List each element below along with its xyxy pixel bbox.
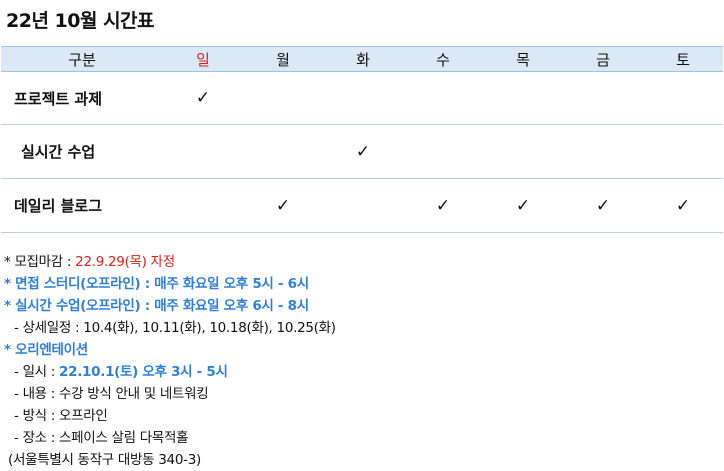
header-category: 구분 (1, 46, 163, 72)
schedule-cell (483, 124, 563, 179)
note-ot-date-label: - 일시 : (14, 364, 60, 380)
table-row: 실시간 수업 ✓ (1, 124, 723, 179)
row-label: 데일리 블로그 (1, 178, 163, 233)
header-day-tue: 화 (323, 46, 403, 72)
note-deadline: * 모집마감 : 22.9.29(목) 자정 (4, 251, 336, 273)
header-day-sat: 토 (643, 46, 723, 72)
schedule-cell: ✓ (643, 178, 723, 233)
header-day-thu: 목 (483, 46, 563, 72)
check-icon: ✓ (515, 195, 531, 216)
note-ot-place: - 장소 : 스페이스 살림 다목적홀 (14, 430, 189, 446)
note-deadline-label: * 모집마감 : (4, 254, 76, 270)
schedule-cell: ✓ (483, 178, 563, 233)
note-live-class-detail: - 상세일정 : 10.4(화), 10.11(화), 10.18(화), 10… (14, 320, 336, 336)
check-icon: ✓ (435, 195, 451, 216)
row-label: 실시간 수업 (1, 124, 163, 179)
notes-section: * 모집마감 : 22.9.29(목) 자정 * 면접 스터디(오프라인) : … (4, 251, 336, 471)
table-row: 데일리 블로그 ✓ ✓ ✓ ✓ ✓ (1, 178, 723, 233)
schedule-cell (403, 71, 483, 125)
schedule-cell (243, 124, 323, 179)
schedule-cell: ✓ (163, 71, 243, 125)
schedule-cell: ✓ (323, 124, 403, 179)
schedule-cell (323, 178, 403, 233)
schedule-cell (483, 71, 563, 125)
check-icon: ✓ (195, 88, 211, 108)
schedule-cell (163, 124, 243, 179)
schedule-cell: ✓ (243, 178, 323, 233)
schedule-cell (643, 124, 723, 179)
header-day-fri: 금 (563, 46, 643, 72)
note-interview: * 면접 스터디(오프라인) : 매주 화요일 오후 5시 - 6시 (4, 276, 309, 292)
header-day-wed: 수 (403, 46, 483, 72)
row-label: 프로젝트 과제 (1, 71, 163, 125)
table-row: 프로젝트 과제 ✓ (1, 71, 723, 125)
schedule-table: 구분 일 월 화 수 목 금 토 프로젝트 과제 ✓ 실시간 수업 ✓ 데일리 블로그 ✓… (1, 46, 723, 233)
schedule-cell (163, 178, 243, 233)
schedule-cell: ✓ (563, 178, 643, 233)
schedule-cell (403, 124, 483, 179)
schedule-cell (243, 71, 323, 125)
page-title: 22년 10월 시간표 (6, 10, 155, 32)
check-icon: ✓ (275, 195, 291, 216)
header-day-mon: 월 (243, 46, 323, 72)
check-icon: ✓ (675, 195, 691, 216)
note-orientation: * 오리엔테이션 (4, 342, 88, 358)
note-ot-content: - 내용 : 수강 방식 안내 및 네트워킹 (14, 386, 209, 402)
schedule-cell (563, 71, 643, 125)
note-live-class: * 실시간 수업(오프라인) : 매주 화요일 오후 6시 - 8시 (4, 298, 309, 314)
note-ot-address: (서울특별시 동작구 대방동 340-3) (8, 452, 201, 468)
check-icon: ✓ (355, 141, 371, 162)
header-day-sun: 일 (163, 46, 243, 72)
note-ot-method: - 방식 : 오프라인 (14, 408, 108, 424)
schedule-cell (563, 124, 643, 179)
check-icon: ✓ (595, 195, 611, 216)
schedule-cell: ✓ (403, 178, 483, 233)
table-header-row: 구분 일 월 화 수 목 금 토 (1, 46, 723, 72)
schedule-cell (323, 71, 403, 125)
note-ot-date: - 일시 : 22.10.1(토) 오후 3시 - 5시 (4, 361, 336, 383)
note-deadline-value: 22.9.29(목) 자정 (75, 254, 175, 270)
note-ot-date-value: 22.10.1(토) 오후 3시 - 5시 (59, 364, 228, 380)
schedule-cell (643, 71, 723, 125)
